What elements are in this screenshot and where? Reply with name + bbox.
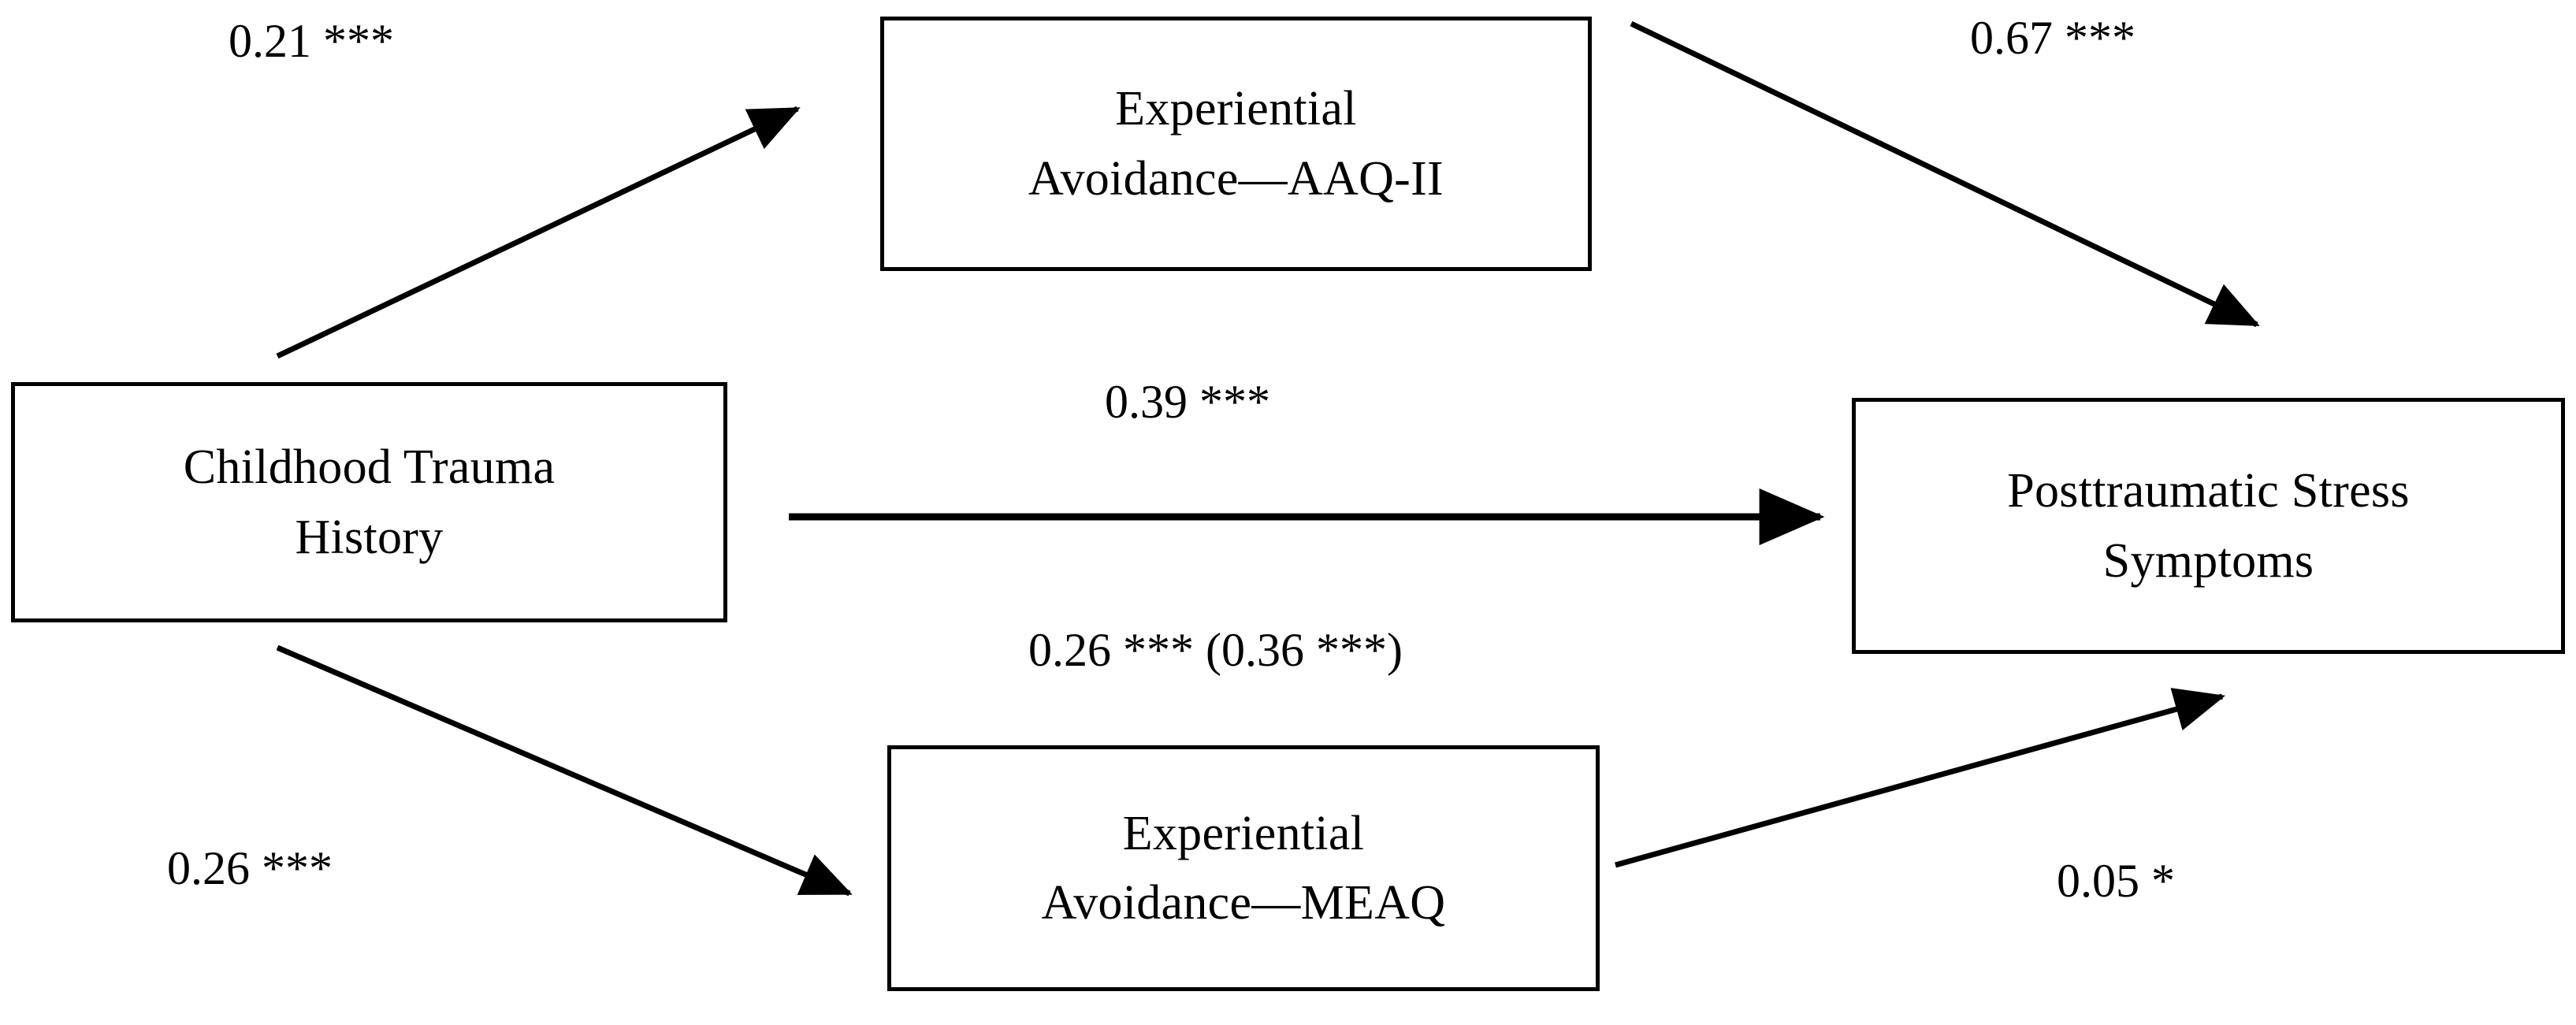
arrow-meaq-to-pts — [1615, 688, 2226, 868]
node-posttraumatic-stress-symptoms: Posttraumatic Stress Symptoms — [1852, 398, 2565, 654]
node-experiential-avoidance-aaq: Experiential Avoidance—AAQ-II — [880, 17, 1592, 271]
node-label-line-2: Symptoms — [2102, 533, 2314, 588]
node-label-line-2: History — [295, 510, 444, 564]
path-label-cth-to-meaq: 0.26 *** — [167, 842, 333, 894]
node-label-line-2: Avoidance—MEAQ — [1041, 876, 1446, 930]
node-childhood-trauma-history: Childhood Trauma History — [11, 382, 727, 622]
path-label-cth-to-pts-indirect: 0.26 *** (0.36 ***) — [1028, 624, 1403, 676]
node-label-line-2: Avoidance—AAQ-II — [1028, 151, 1444, 206]
path-label-meaq-to-pts: 0.05 * — [2057, 855, 2175, 907]
node-experiential-avoidance-meaq: Experiential Avoidance—MEAQ — [887, 745, 1600, 991]
node-label-line-1: Experiential — [1115, 82, 1357, 136]
arrow-aaq-to-pts — [1630, 20, 2260, 328]
node-label-line-1: Experiential — [1122, 806, 1365, 860]
node-label-line-1: Posttraumatic Stress — [2007, 464, 2410, 518]
path-label-aaq-to-pts: 0.67 *** — [1970, 12, 2136, 64]
arrow-cth-to-aaq — [276, 106, 801, 359]
path-label-cth-to-pts-direct: 0.39 *** — [1105, 376, 1270, 428]
node-label-line-1: Childhood Trauma — [183, 440, 556, 495]
arrow-cth-to-meaq — [276, 644, 853, 897]
path-label-cth-to-aaq: 0.21 *** — [229, 15, 394, 67]
